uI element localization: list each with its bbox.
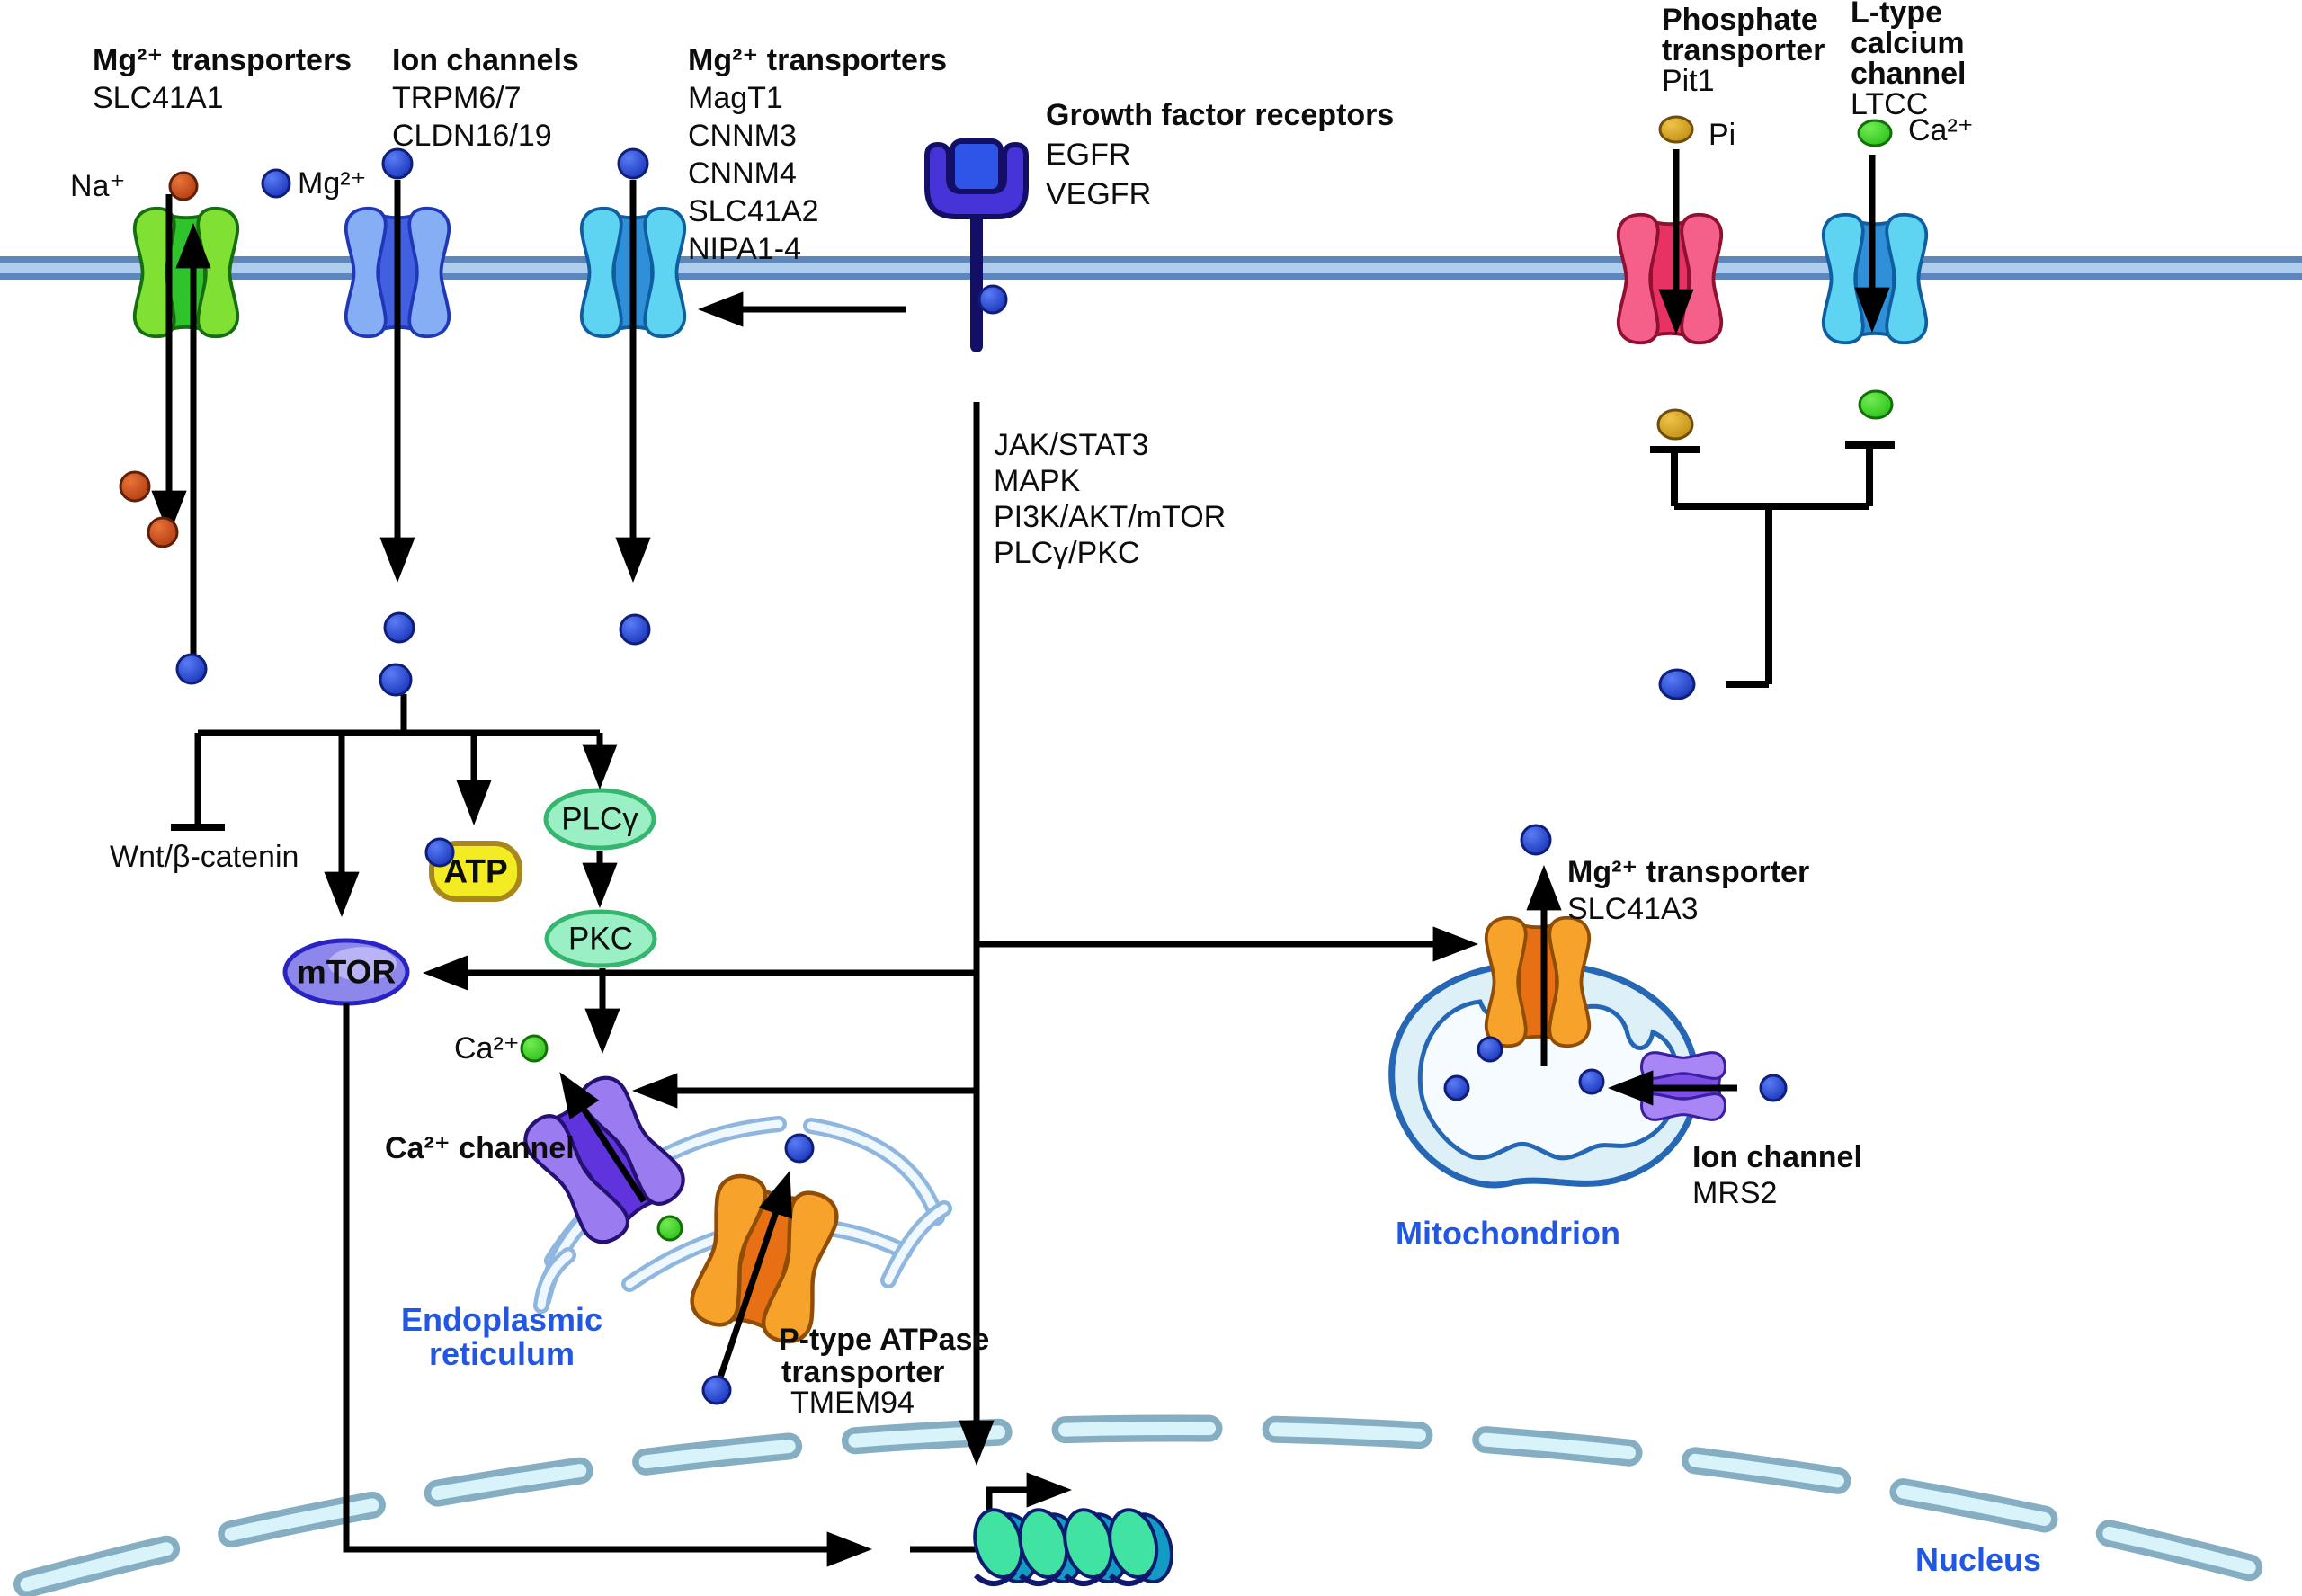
mg-ion-mito [1578,1068,1605,1095]
ca-ion-released [520,1034,549,1063]
pathway-mapk: MAPK [994,464,1081,498]
mg-ion [381,147,414,180]
nuclear-envelope [13,1414,2292,1596]
mg-ion-atp [424,837,455,868]
channel-tmem94 [687,1171,842,1347]
channel-slc41a1 [132,206,240,339]
ptype-title-2: transporter [781,1355,945,1389]
ion-channels-cldn: CLDN16/19 [392,119,552,153]
ltcc-title-2: calcium [1851,26,1965,60]
mitochondrion-label: Mitochondrion [1396,1215,1620,1252]
mg-ion-cytosol [701,1375,732,1405]
nucleosomes [973,1508,1173,1586]
growth-factor-receptor [924,138,1029,352]
plcg-label: PLCγ [561,801,638,837]
atp-label: ATP [443,852,508,890]
mg-ion [619,613,651,646]
wnt-label: Wnt/β-catenin [110,840,299,874]
er-label-1: Endoplasmic [400,1301,603,1338]
ptype-name: TMEM94 [790,1386,915,1420]
na-legend-label: Na⁺ [70,169,126,203]
ca-ion-cytosol [1858,389,1894,420]
ca-release-arrow [559,1072,647,1203]
ca-ion-er [656,1215,683,1242]
receptor-ligand [950,138,1004,194]
gfr-title: Growth factor receptors [1046,98,1395,132]
mg-ion-mito [1477,1036,1503,1063]
tmem94-pump-arrow [715,1170,792,1385]
gfr-vegfr: VEGFR [1046,177,1152,211]
pi-ion [1658,115,1694,144]
ltcc-name: LTCC [1851,87,1929,121]
mg-transporter-slc41a2: SLC41A2 [688,194,819,228]
mg-ion [379,663,413,697]
nucleus-label: Nucleus [1915,1541,2042,1578]
pkc-node [544,909,657,968]
mtor-label: mTOR [296,953,397,991]
na-ion [119,470,151,503]
mg-ion-mito [1443,1074,1470,1101]
slc41a1-title: Mg²⁺ transporters [93,43,352,77]
na-ion-legend [168,171,199,201]
mg-ion-er [784,1133,815,1164]
mg-transporters-title: Mg²⁺ transporters [688,43,948,77]
ions [119,115,1894,1405]
pathway-jak: JAK/STAT3 [994,428,1149,462]
pkc-label: PKC [568,921,633,957]
mg-ion-mito-in [1759,1074,1788,1102]
gfr-egfr: EGFR [1046,138,1131,172]
receptor-body [924,141,1029,219]
mg-ion [383,611,415,644]
phosphate-name: Pit1 [1662,64,1715,98]
mg-transporter-cnnm3: CNNM3 [688,119,797,153]
pi-label: Pi [1709,118,1736,152]
mtor-to-gene-arrow [343,1003,873,1567]
ca-channel-label: Ca²⁺ channel [385,1131,575,1165]
mito-channel-title: Ion channel [1692,1140,1862,1174]
ca-label-top: Ca²⁺ [1908,113,1974,147]
pathway-pi3k: PI3K/AKT/mTOR [994,500,1227,534]
er-label-2: reticulum [428,1335,576,1372]
pathway-plcg: PLCγ/PKC [994,536,1140,570]
plasma-membrane [0,256,2302,280]
ca-ion [1857,119,1893,147]
gene-transcription-site [910,1472,1173,1586]
mg-ion [175,653,208,685]
ion-channels-trpm: TRPM6/7 [392,81,522,115]
mitochondrion [1388,960,1700,1189]
ltcc-title-3: channel [1851,57,1967,91]
mg-ion-legend [261,168,291,199]
phosphate-title-2: transporter [1662,33,1825,67]
dna-coil [973,1569,1153,1586]
mg-ion-mito-out [1520,824,1552,856]
mg-ion-receptor [977,284,1008,315]
mg-transporter-cnnm4: CNNM4 [688,156,797,191]
mg-transporter-nipa: NIPA1-4 [688,232,801,266]
mg-transporter-magt1: MagT1 [688,81,783,115]
pi-ion-cytosol [1656,408,1694,441]
mito-transporter-title: Mg²⁺ transporter [1567,855,1810,889]
signal-lines [151,149,1895,1567]
na-ion [147,516,179,548]
mito-channel-name: MRS2 [1692,1176,1778,1210]
channel-slc41a3 [1484,915,1592,1048]
mg-ion-inhibitor [1658,668,1696,700]
mg-ion [617,147,649,180]
phosphate-title-1: Phosphate [1662,3,1818,37]
ltcc-title-1: L-type [1851,0,1942,30]
slc41a1-name: SLC41A1 [93,81,224,115]
channel-pit1 [1616,212,1724,345]
mg-inhibition-bracket [1650,441,1895,688]
mito-transporter-name: SLC41A3 [1567,892,1699,926]
plcg-node [543,788,656,851]
ca-released-label: Ca²⁺ [454,1031,520,1065]
ion-channels-title: Ion channels [392,43,579,77]
ptype-title-1: P-type ATPase [779,1323,990,1357]
mg-legend-label: Mg²⁺ [298,166,367,201]
